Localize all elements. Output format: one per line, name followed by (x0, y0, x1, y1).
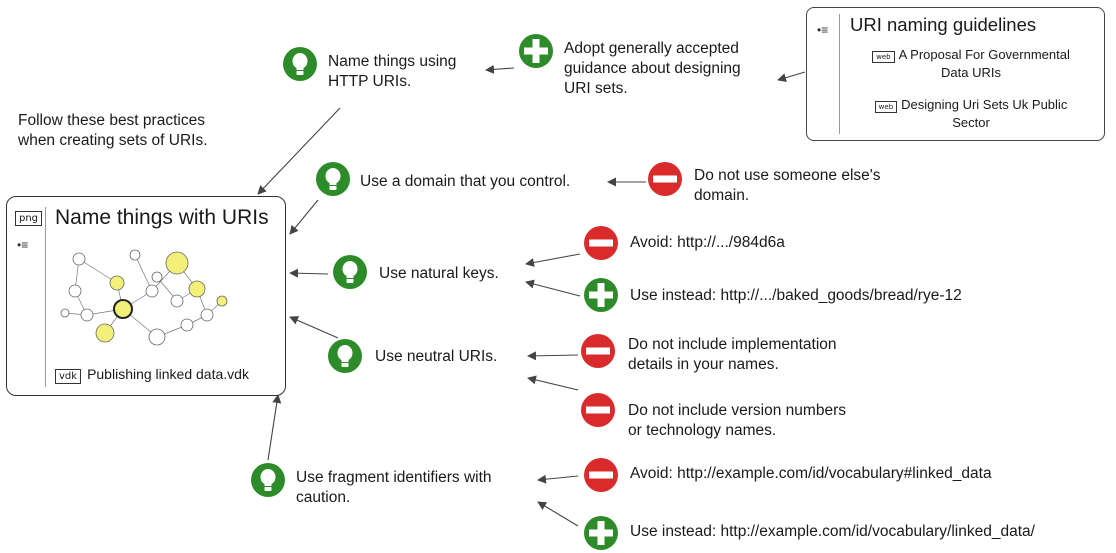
guidelines-title: URI naming guidelines (850, 14, 1037, 35)
edge-natural-to-central (289, 268, 329, 278)
edge-use-bread-to-natural (525, 279, 581, 297)
plus-pro-icon (518, 33, 554, 69)
minus-con-icon (580, 333, 616, 369)
topic-divider (45, 207, 46, 387)
graph-thumbnail-image (60, 249, 228, 346)
edge-fragment-to-central (267, 394, 282, 461)
node-domain-control[interactable]: Use a domain that you control. (360, 173, 571, 190)
node-use-instead-vocab[interactable]: Use instead: http://example.com/id/vocab… (630, 523, 1035, 540)
edge-no-impl-to-neutral (527, 351, 579, 361)
minus-con-icon (583, 457, 619, 493)
notes-icon: •≡ (17, 238, 29, 252)
central-topic-title: Name things with URIs (55, 206, 269, 229)
edge-use-vocab-to-fragment (537, 501, 579, 527)
edge-neutral-to-central (289, 316, 339, 339)
idea-lightbulb-icon (282, 46, 318, 82)
minus-con-icon (647, 161, 683, 197)
edge-guidelines-to-adopt (777, 71, 806, 83)
node-no-version[interactable]: Do not include version numbers or techno… (628, 402, 846, 439)
web-link-icon: web (874, 101, 898, 113)
idea-lightbulb-icon (332, 254, 368, 290)
node-dont-use-domain[interactable]: Do not use someone else's domain. (694, 167, 881, 204)
vdk-file-icon: vdk (55, 369, 82, 384)
attachment-label: Publishing linked data.vdk (87, 366, 249, 382)
attachment[interactable]: vdk Publishing linked data.vdk (55, 365, 249, 384)
idea-lightbulb-icon (250, 462, 286, 498)
node-neutral-uris[interactable]: Use neutral URIs. (375, 348, 498, 365)
node-natural-keys[interactable]: Use natural keys. (379, 265, 499, 282)
idea-lightbulb-icon (315, 161, 351, 197)
intro-text: Follow these best practices when creatin… (18, 112, 208, 149)
node-http-uris[interactable]: Name things using HTTP URIs. (328, 53, 457, 90)
web-link-icon: web (872, 51, 895, 63)
minus-con-icon (583, 225, 619, 261)
central-topic[interactable]: png •≡ Name things with URIs (6, 196, 286, 396)
edge-adopt-to-http (485, 64, 515, 74)
node-fragment-ids[interactable]: Use fragment identifiers with caution. (296, 469, 492, 506)
edge-no-version-to-neutral (527, 375, 579, 391)
node-avoid-fragment[interactable]: Avoid: http://example.com/id/vocabulary#… (630, 465, 992, 482)
edge-domain-to-central (289, 199, 319, 235)
png-tag: png (15, 211, 43, 226)
minus-con-icon (580, 392, 616, 428)
node-no-implementation[interactable]: Do not include implementation details in… (628, 336, 837, 373)
edge-avoid-hash-to-natural (525, 253, 581, 267)
plus-pro-icon (583, 515, 619, 551)
node-use-instead-bread[interactable]: Use instead: http://.../baked_goods/brea… (630, 287, 962, 304)
topic-divider (839, 14, 840, 134)
notes-icon: •≡ (817, 23, 829, 37)
plus-pro-icon (583, 277, 619, 313)
idea-lightbulb-icon (327, 338, 363, 374)
node-adopt-guidance[interactable]: Adopt generally accepted guidance about … (564, 40, 741, 97)
edge-avoid-frag-to-fragment (537, 474, 579, 484)
node-avoid-hash[interactable]: Avoid: http://.../984d6a (630, 234, 785, 251)
